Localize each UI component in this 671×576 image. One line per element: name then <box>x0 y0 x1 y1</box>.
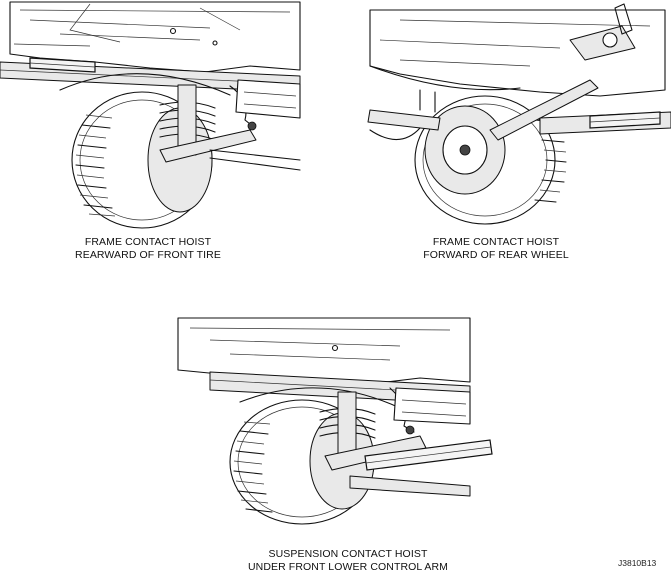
front-frame-contact-illustration <box>0 0 320 232</box>
shock-mount <box>570 26 635 60</box>
caption-line-1: SUSPENSION CONTACT HOIST <box>268 548 428 560</box>
caption-line-2: REARWARD OF FRONT TIRE <box>75 249 221 261</box>
figure-code: J3810B13 <box>618 558 657 568</box>
caption-line-2: UNDER FRONT LOWER CONTROL ARM <box>247 561 449 573</box>
caption-line-2: FORWARD OF REAR WHEEL <box>423 249 569 261</box>
underbody-pan <box>370 10 665 96</box>
rear-axle <box>368 110 440 130</box>
panel-front-frame-contact: FRAME CONTACT HOIST REARWARD OF FRONT TI… <box>0 0 320 261</box>
panel-suspension-contact: SUSPENSION CONTACT HOIST UNDER FRONT LOW… <box>170 316 500 573</box>
suspension-contact-caption: SUSPENSION CONTACT HOIST UNDER FRONT LOW… <box>238 548 458 574</box>
suspension-contact-illustration <box>170 316 500 546</box>
rear-frame-contact-caption: FRAME CONTACT HOIST FORWARD OF REAR WHEE… <box>406 236 586 262</box>
caption-line-1: FRAME CONTACT HOIST <box>84 236 212 248</box>
lower-control-arm <box>160 130 256 162</box>
strut <box>338 392 356 456</box>
rear-frame-contact-illustration <box>360 0 671 232</box>
caption-line-1: FRAME CONTACT HOIST <box>432 236 560 248</box>
trailing-arm <box>490 80 598 140</box>
front-frame-contact-caption: FRAME CONTACT HOIST REARWARD OF FRONT TI… <box>68 236 228 262</box>
panel-rear-frame-contact: FRAME CONTACT HOIST FORWARD OF REAR WHEE… <box>360 0 671 261</box>
